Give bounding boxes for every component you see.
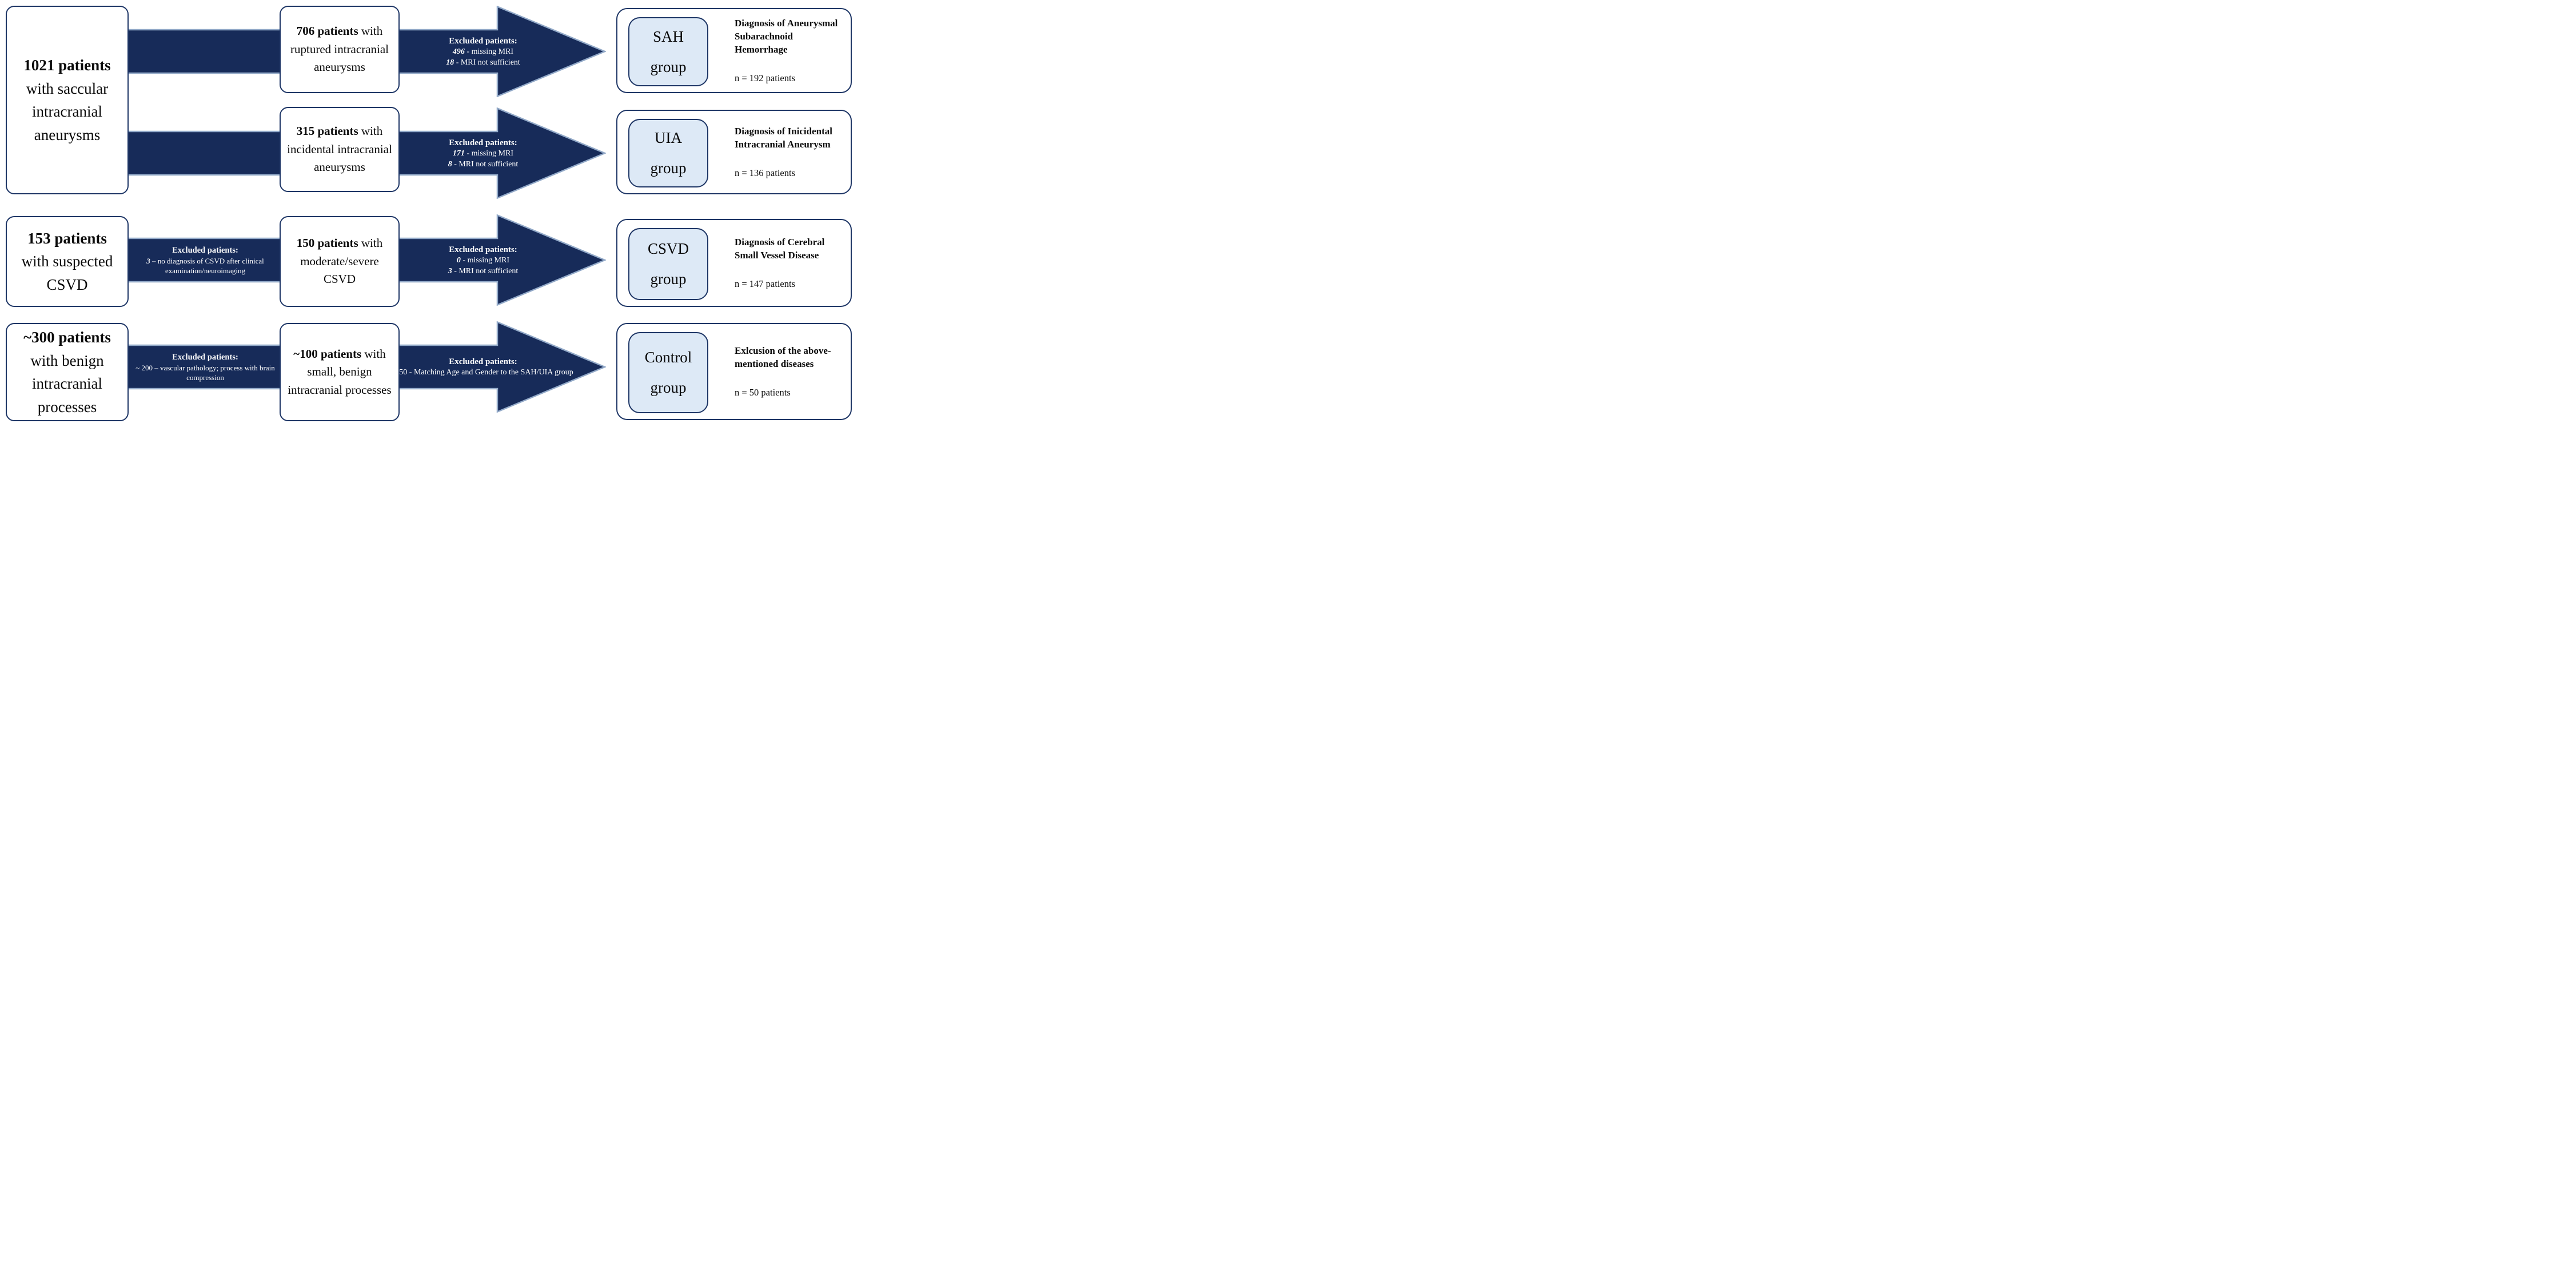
excluded-note-control-post: Excluded patients: ~ 50 - Matching Age a…	[389, 345, 577, 389]
excluded-note-sah: Excluded patients: 496 - missing MRI 18 …	[389, 30, 577, 74]
excluded-line: 171 - missing MRI	[389, 149, 577, 159]
excluded-title: Excluded patients:	[449, 357, 517, 367]
excluded-count: 18	[446, 58, 454, 67]
patient-description: with incidental intracranial aneurysms	[287, 124, 392, 174]
group-label-line2: group	[650, 270, 687, 287]
excluded-reason: – no diagnosis of CSVD after clinical ex…	[150, 257, 264, 275]
excluded-title: Excluded patients:	[172, 352, 238, 362]
group-count: n = 192 patients	[735, 72, 796, 83]
subset-box-incidental: 315 patients with incidental intracrania…	[280, 107, 400, 192]
source-box-saccular: 1021 patients with saccular intracranial…	[6, 6, 129, 194]
patient-count: 150 patients	[296, 236, 358, 250]
excluded-note-control-pre: Excluded patients: ~ 200 – vascular path…	[133, 345, 278, 389]
group-count: n = 147 patients	[735, 278, 796, 289]
group-count: n = 50 patients	[735, 386, 791, 398]
excluded-reason: - MRI not sufficient	[452, 266, 519, 275]
excluded-count: 8	[448, 159, 452, 169]
patient-flow-diagram: Excluded patients: 496 - missing MRI 18 …	[0, 0, 859, 424]
excluded-note-csvd-pre: Excluded patients: 3 – no diagnosis of C…	[133, 238, 278, 282]
group-label-line2: group	[650, 58, 687, 75]
patient-description: with moderate/severe CSVD	[300, 236, 383, 286]
subset-text: ~100 patients with small, benign intracr…	[286, 345, 393, 400]
group-diagnosis: Diagnosis of Cerebral Small Vessel Disea…	[735, 237, 825, 261]
subset-text: 150 patients with moderate/severe CSVD	[286, 234, 393, 289]
group-label-sah: SAH group	[628, 17, 708, 86]
excluded-title: Excluded patients:	[172, 245, 238, 255]
patient-count: ~300 patients	[23, 329, 111, 346]
group-label-line1: Control	[644, 349, 692, 366]
patient-count: 315 patients	[296, 124, 358, 138]
excluded-note-csvd-post: Excluded patients: 0 - missing MRI 3 - M…	[389, 238, 577, 282]
patient-count: 1021 patients	[23, 57, 111, 74]
patient-count: 706 patients	[296, 24, 358, 38]
source-box-benign: ~300 patients with benign intracranial p…	[6, 323, 129, 421]
group-box-sah: SAH group Diagnosis of Aneurysmal Subara…	[616, 8, 852, 93]
group-diagnosis: Diagnosis of Aneurysmal Subarachnoid Hem…	[735, 18, 838, 55]
subset-box-small-benign: ~100 patients with small, benign intracr…	[280, 323, 400, 421]
excluded-title: Excluded patients:	[449, 245, 517, 254]
excluded-line: ~ 200 – vascular pathology; process with…	[133, 363, 278, 382]
group-label-control: Control group	[628, 332, 708, 413]
source-box-csvd: 153 patients with suspected CSVD	[6, 216, 129, 307]
excluded-line: 18 - MRI not sufficient	[389, 58, 577, 68]
group-details-sah: Diagnosis of Aneurysmal Subarachnoid Hem…	[735, 9, 842, 92]
group-count: n = 136 patients	[735, 167, 796, 178]
group-label-line1: UIA	[655, 129, 682, 146]
group-diagnosis: Exlcusion of the above-mentioned disease…	[735, 345, 831, 369]
excluded-title: Excluded patients:	[449, 138, 517, 147]
group-label-line2: group	[650, 379, 687, 396]
patient-description: with saccular intracranial aneurysms	[26, 79, 109, 143]
excluded-reason: ~ 200 – vascular pathology; process with…	[135, 364, 275, 382]
subset-box-ruptured: 706 patients with ruptured intracranial …	[280, 6, 400, 93]
patient-description: with small, benign intracranial processe…	[288, 346, 392, 397]
patient-count: ~100 patients	[293, 346, 362, 361]
group-details-uia: Diagnosis of Inicidental Intracranial An…	[735, 111, 842, 193]
excluded-reason: - missing MRI	[460, 256, 510, 265]
patient-description: with ruptured intracranial aneurysms	[290, 24, 389, 74]
excluded-count: 0	[456, 256, 461, 265]
excluded-count: 496	[452, 47, 465, 57]
patient-description: with benign intracranial processes	[30, 352, 104, 416]
group-label-line2: group	[650, 159, 687, 177]
excluded-line: 3 – no diagnosis of CSVD after clinical …	[133, 256, 278, 275]
excluded-count: 3	[448, 266, 452, 275]
group-box-csvd: CSVD group Diagnosis of Cerebral Small V…	[616, 219, 852, 307]
patient-description: with suspected CSVD	[21, 253, 113, 293]
subset-text: 706 patients with ruptured intracranial …	[286, 22, 393, 77]
excluded-line: 3 - MRI not sufficient	[389, 266, 577, 277]
group-box-control: Control group Exlcusion of the above-men…	[616, 323, 852, 420]
group-label-line1: SAH	[652, 27, 684, 45]
excluded-count: 3	[146, 257, 150, 266]
group-label-line1: CSVD	[647, 240, 689, 257]
excluded-count: 171	[452, 149, 465, 158]
subset-box-moderate-csvd: 150 patients with moderate/severe CSVD	[280, 216, 400, 307]
excluded-line: 8 - MRI not sufficient	[389, 159, 577, 170]
group-details-csvd: Diagnosis of Cerebral Small Vessel Disea…	[735, 220, 842, 306]
excluded-reason: ~ 50 - Matching Age and Gender to the SA…	[393, 368, 573, 377]
excluded-reason: - MRI not sufficient	[454, 58, 520, 67]
patient-count: 153 patients	[27, 229, 107, 247]
group-diagnosis: Diagnosis of Inicidental Intracranial An…	[735, 126, 832, 150]
excluded-line: 496 - missing MRI	[389, 47, 577, 57]
subset-text: 315 patients with incidental intracrania…	[286, 122, 393, 177]
excluded-line: ~ 50 - Matching Age and Gender to the SA…	[389, 368, 577, 378]
group-label-uia: UIA group	[628, 119, 708, 187]
excluded-reason: - MRI not sufficient	[452, 159, 519, 169]
excluded-reason: - missing MRI	[464, 47, 514, 57]
excluded-line: 0 - missing MRI	[389, 255, 577, 266]
excluded-title: Excluded patients:	[449, 36, 517, 46]
excluded-note-uia: Excluded patients: 171 - missing MRI 8 -…	[389, 131, 577, 175]
excluded-reason: - missing MRI	[464, 149, 514, 158]
group-details-control: Exlcusion of the above-mentioned disease…	[735, 324, 842, 419]
group-label-csvd: CSVD group	[628, 228, 708, 300]
group-box-uia: UIA group Diagnosis of Inicidental Intra…	[616, 110, 852, 194]
